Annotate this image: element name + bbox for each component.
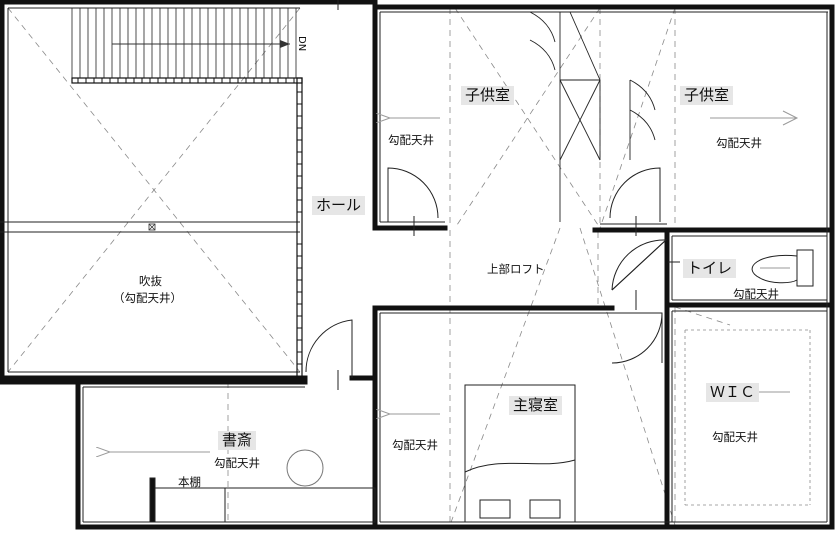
- slope-arrows: [110, 110, 799, 452]
- stair-down-label: DN: [296, 36, 307, 52]
- study-furniture: [149, 449, 376, 523]
- atrium-label: 吹抜: [139, 274, 162, 288]
- kids-room-1-ceiling-label: 勾配天井: [388, 133, 434, 147]
- kids-room-1-label: 子供室: [461, 86, 515, 105]
- toilet-label: トイレ: [683, 259, 737, 278]
- toilet-fixture: [751, 249, 814, 287]
- study-ceiling-label: 勾配天井: [214, 456, 260, 470]
- bed: [464, 384, 576, 523]
- staircase: [71, 8, 297, 78]
- study-label: 書斎: [218, 431, 257, 450]
- master-bedroom-ceiling-label: 勾配天井: [392, 438, 438, 452]
- master-bedroom-label: 主寝室: [509, 396, 563, 415]
- ceiling-vertical-dashes: [227, 8, 676, 525]
- wic-ceiling-label: 勾配天井: [712, 430, 758, 444]
- bookshelf-label: 本棚: [178, 475, 201, 489]
- toilet-ceiling-label: 勾配天井: [733, 287, 779, 301]
- kids-room-2-ceiling-label: 勾配天井: [716, 136, 762, 150]
- atrium-sub-label: （勾配天井）: [113, 291, 182, 305]
- wic-label: ＷＩＣ: [706, 383, 760, 402]
- wall-ticks: [337, 0, 680, 390]
- atrium-center-mark: [148, 223, 156, 231]
- door-swings: [305, 167, 668, 378]
- upper-loft-label: 上部ロフト: [487, 262, 545, 276]
- ceiling-diagonals: [7, 7, 731, 526]
- kids-closet: [529, 11, 656, 222]
- atrium-railing: [71, 77, 303, 379]
- kids-room-2-label: 子供室: [680, 86, 734, 105]
- hall-label: ホール: [312, 196, 366, 215]
- wic-rods: [684, 329, 811, 506]
